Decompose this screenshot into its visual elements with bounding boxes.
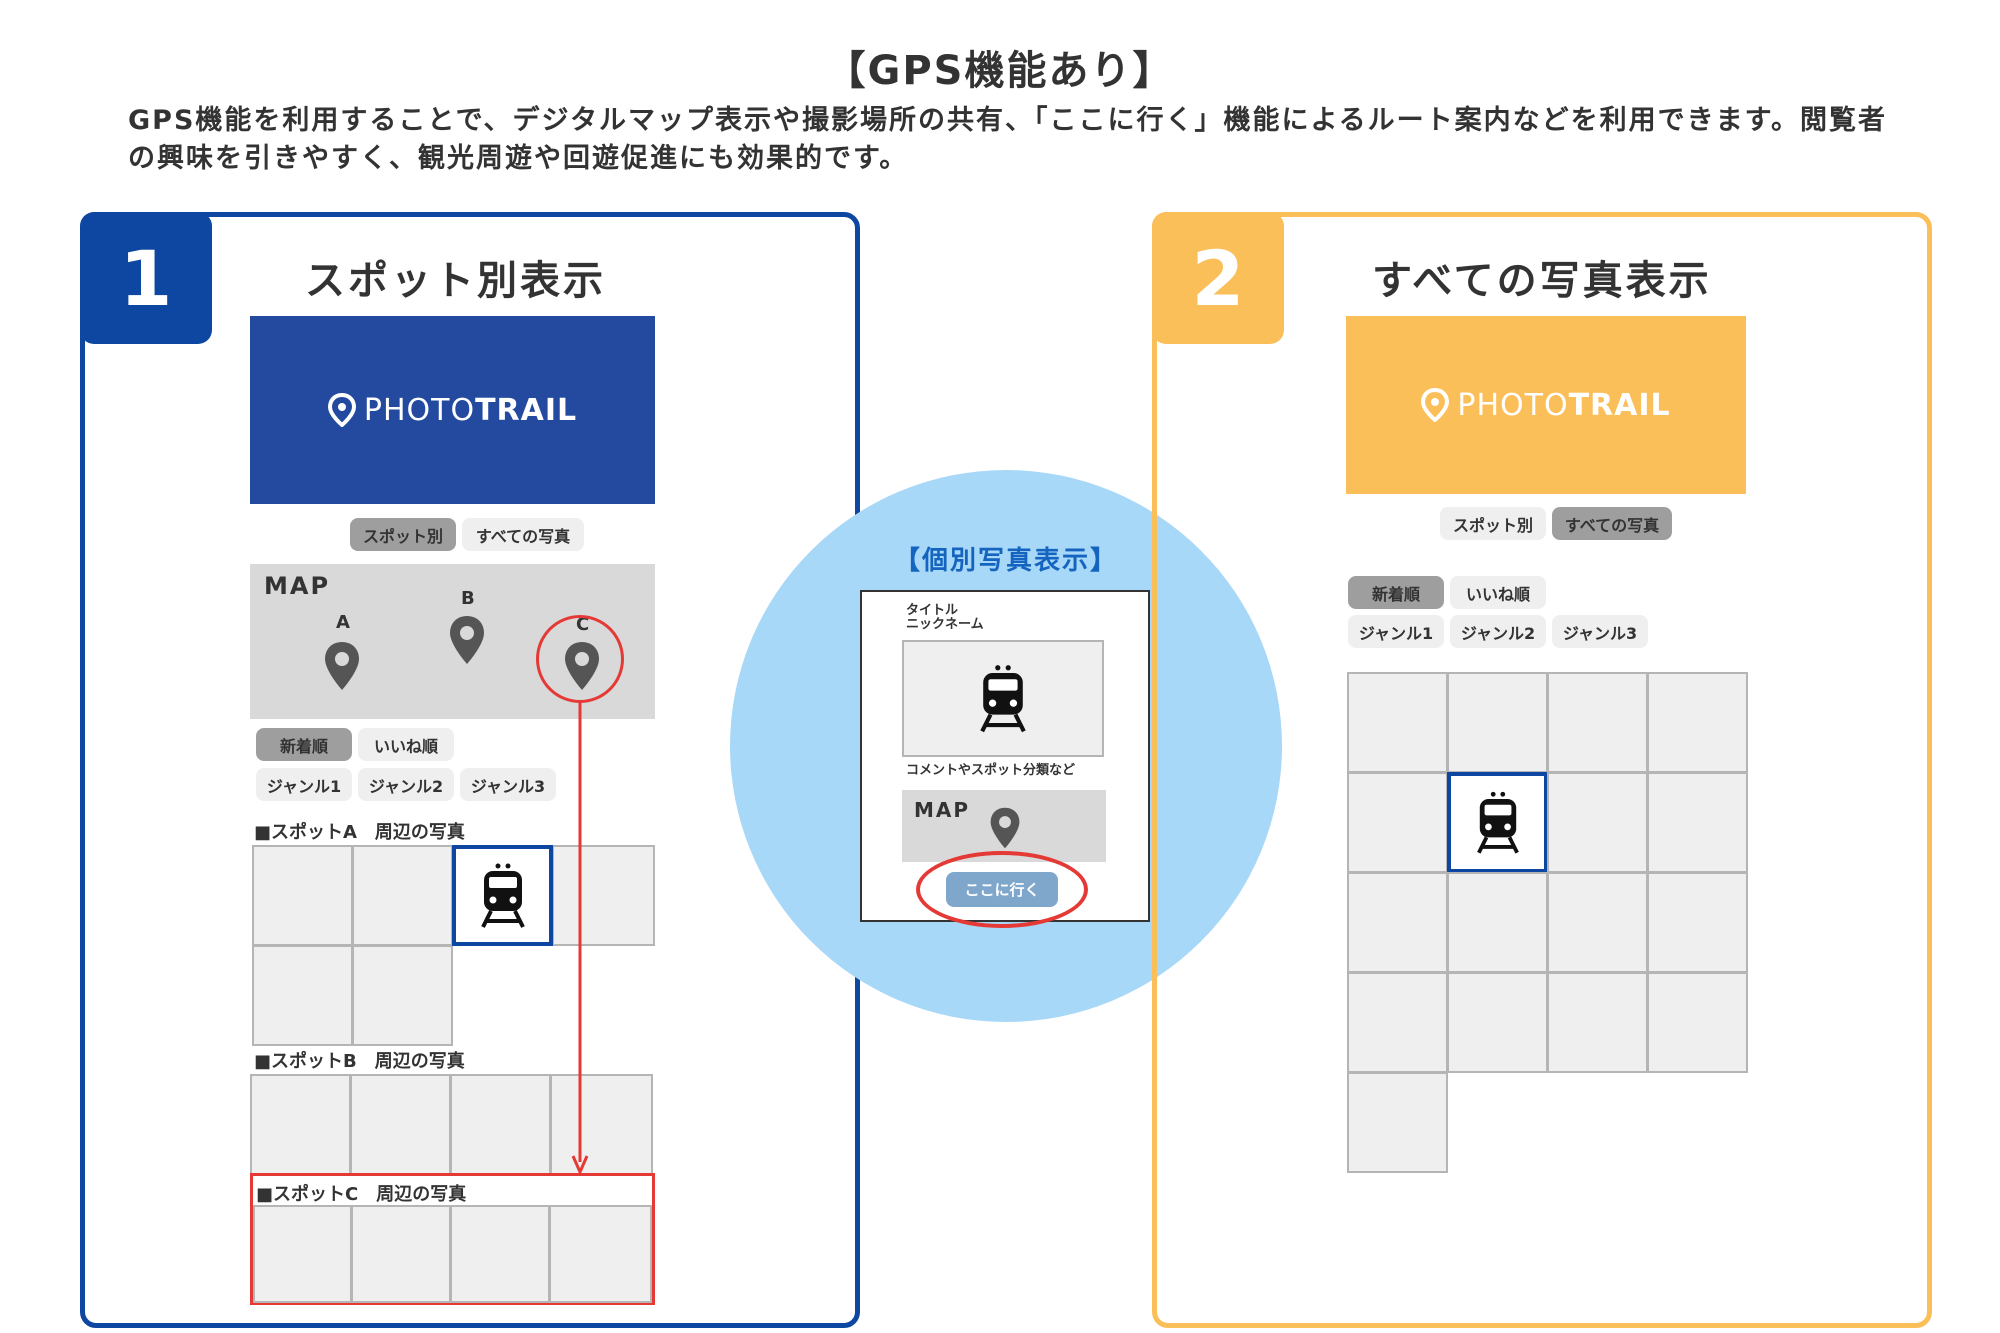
panel-all-photos-view: [1152, 212, 1932, 1328]
photo-cell-selected[interactable]: [452, 845, 553, 946]
photo-cell[interactable]: [1547, 872, 1648, 973]
page-title: 【GPS機能あり】: [825, 48, 1175, 94]
photo-cell[interactable]: [352, 945, 453, 1046]
photo-cell[interactable]: [252, 845, 353, 946]
photo-cell[interactable]: [250, 1074, 351, 1175]
card-photo[interactable]: [902, 640, 1104, 757]
photo-cell[interactable]: [1647, 972, 1748, 1073]
logo-text-bold: TRAIL: [475, 392, 578, 428]
sort-newest[interactable]: 新着順: [256, 728, 352, 761]
section-label-spot-c: ■スポットC 周辺の写真: [256, 1184, 467, 1205]
panel-number-2: 2: [1152, 212, 1284, 344]
section-label-spot-b: ■スポットB 周辺の写真: [254, 1051, 465, 1072]
photo-cell[interactable]: [1547, 972, 1648, 1073]
tab-all-photos[interactable]: すべての写真: [462, 518, 584, 551]
genre-2[interactable]: ジャンル2: [358, 768, 454, 801]
logo-pin-icon: [327, 393, 356, 427]
photo-cell[interactable]: [350, 1074, 451, 1175]
location-pin-icon[interactable]: [988, 806, 1022, 850]
train-icon: [1476, 791, 1519, 854]
photo-cell[interactable]: [252, 945, 353, 1046]
photo-cell[interactable]: [1647, 672, 1748, 773]
highlight-ellipse-go-button: [916, 851, 1088, 928]
photo-cell[interactable]: [352, 845, 453, 946]
photo-cell[interactable]: [550, 1074, 653, 1175]
arrow-pin-c-to-spot-c: [571, 700, 589, 1176]
photo-cell[interactable]: [1647, 772, 1748, 873]
pin-label-a: A: [336, 612, 350, 633]
panel-title-spot-view: スポット別表示: [305, 258, 606, 304]
photo-cell[interactable]: [450, 1205, 550, 1303]
photo-cell-selected[interactable]: [1447, 772, 1548, 873]
card-map-label: MAP: [914, 798, 971, 822]
photo-cell[interactable]: [1447, 672, 1548, 773]
train-icon: [980, 664, 1026, 732]
photo-cell[interactable]: [1547, 672, 1648, 773]
genre-1[interactable]: ジャンル1: [1348, 615, 1444, 648]
pin-label-b: B: [461, 588, 475, 609]
panel-title-all-photos-view: すべての写真表示: [1372, 258, 1712, 304]
genre-3[interactable]: ジャンル3: [1552, 615, 1648, 648]
genre-1[interactable]: ジャンル1: [256, 768, 352, 801]
tab-all-photos[interactable]: すべての写真: [1552, 507, 1672, 540]
card-nickname: ニックネーム: [906, 617, 984, 632]
tab-spot[interactable]: スポット別: [350, 518, 456, 551]
photo-cell[interactable]: [549, 1205, 652, 1303]
genre-2[interactable]: ジャンル2: [1450, 615, 1546, 648]
logo-text-bold: TRAIL: [1568, 387, 1671, 423]
section-label-spot-a: ■スポットA 周辺の写真: [254, 822, 465, 843]
train-icon: [480, 863, 525, 928]
panel-number-1: 1: [80, 212, 212, 344]
logo-pin-icon: [1421, 388, 1450, 422]
tab-spot[interactable]: スポット別: [1440, 507, 1546, 540]
highlight-circle-pin-c: [536, 615, 624, 703]
genre-3[interactable]: ジャンル3: [460, 768, 556, 801]
logo-text-light: PHOTO: [363, 392, 476, 428]
map-label: MAP: [264, 572, 331, 600]
photo-cell[interactable]: [351, 1205, 451, 1303]
photo-cell[interactable]: [253, 1205, 352, 1303]
card-comment: コメントやスポット分類など: [906, 763, 1076, 778]
photo-cell[interactable]: [1447, 972, 1548, 1073]
photo-cell[interactable]: [1347, 672, 1448, 773]
photo-cell[interactable]: [1647, 872, 1748, 973]
photo-cell[interactable]: [1447, 872, 1548, 973]
sort-likes[interactable]: いいね順: [1450, 576, 1546, 609]
sort-likes[interactable]: いいね順: [358, 728, 454, 761]
photo-cell[interactable]: [1347, 1072, 1448, 1173]
photo-cell[interactable]: [1347, 772, 1448, 873]
page-description: GPS機能を利用することで、デジタルマップ表示や撮影場所の共有、「ここに行く」機…: [128, 105, 1887, 174]
location-pin-icon[interactable]: [322, 640, 362, 692]
photo-cell[interactable]: [1547, 772, 1648, 873]
photo-cell[interactable]: [1347, 972, 1448, 1073]
photo-cell[interactable]: [1347, 872, 1448, 973]
logo-text-light: PHOTO: [1457, 387, 1569, 423]
detail-view-title: 【個別写真表示】: [893, 546, 1118, 576]
card-title: タイトル: [906, 603, 959, 618]
sort-newest[interactable]: 新着順: [1348, 576, 1444, 609]
location-pin-icon[interactable]: [447, 614, 487, 666]
photo-cell[interactable]: [552, 845, 655, 946]
photo-cell[interactable]: [450, 1074, 551, 1175]
